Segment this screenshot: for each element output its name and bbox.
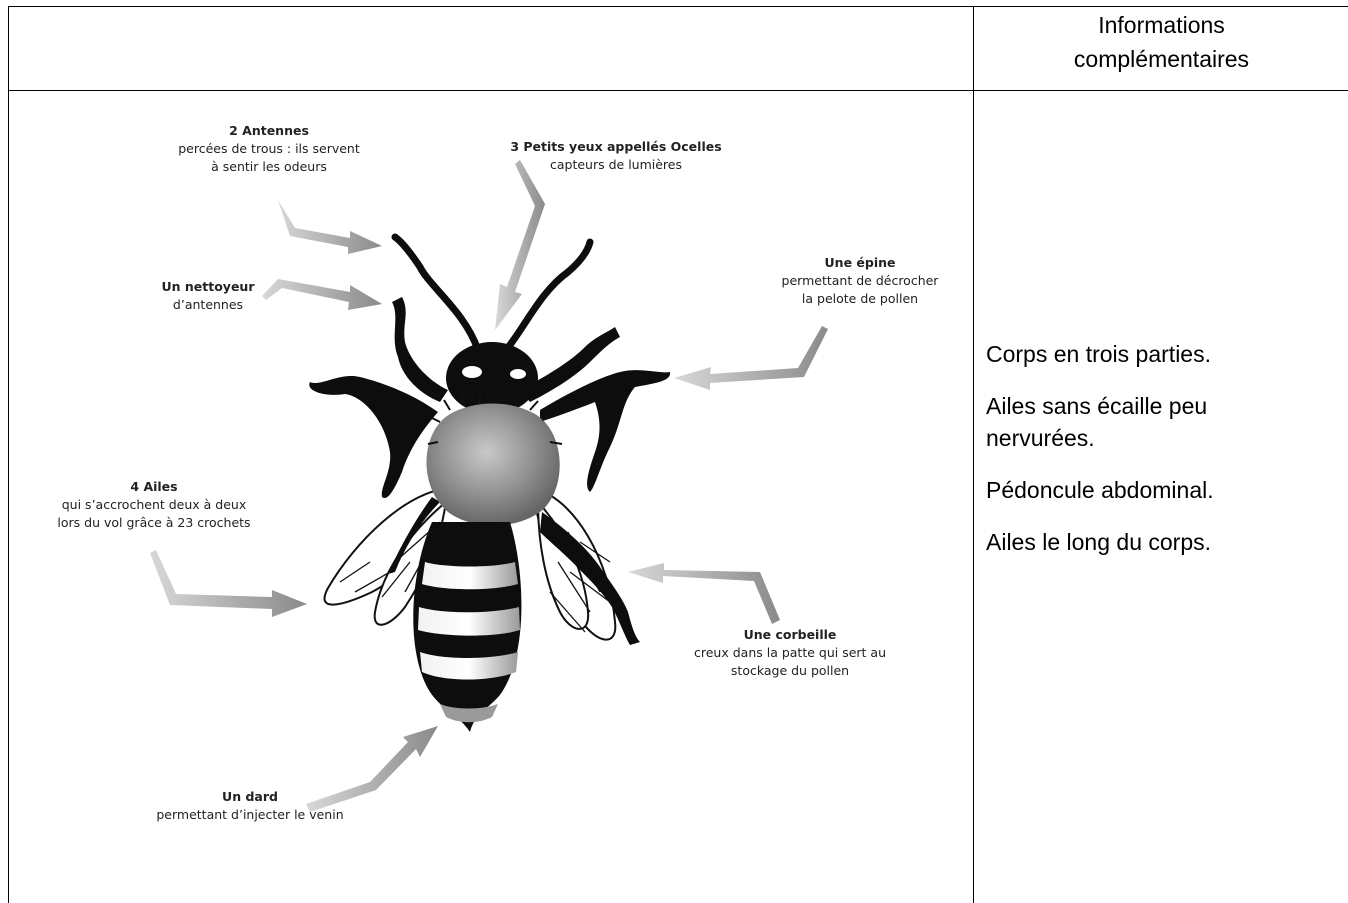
header-title-line1: Informations — [975, 8, 1348, 42]
table-top-border — [8, 6, 1348, 7]
info-item: Ailes le long du corps. — [986, 526, 1336, 558]
label-nettoyeur-title: Un nettoyeur — [138, 278, 278, 296]
label-antennes-title: 2 Antennes — [164, 122, 374, 140]
label-epine-line2: la pelote de pollen — [760, 290, 960, 308]
label-nettoyeur: Un nettoyeur d’antennes — [138, 278, 278, 314]
arrow-epine — [674, 326, 828, 390]
arrow-corbeille — [628, 563, 780, 624]
label-ocelles: 3 Petits yeux appellés Ocelles capteurs … — [486, 138, 746, 174]
label-dard-title: Un dard — [130, 788, 370, 806]
label-ailes: 4 Ailes qui s’accrochent deux à deux lor… — [12, 478, 296, 532]
label-corbeille-title: Une corbeille — [650, 626, 930, 644]
label-corbeille: Une corbeille creux dans la patte qui se… — [650, 626, 930, 680]
complementary-info: Corps en trois parties. Ailes sans écail… — [986, 338, 1336, 578]
info-item: Pédoncule abdominal. — [986, 474, 1336, 506]
label-antennes: 2 Antennes percées de trous : ils serven… — [164, 122, 374, 176]
label-corbeille-line1: creux dans la patte qui sert au — [650, 644, 930, 662]
label-nettoyeur-line1: d’antennes — [138, 296, 278, 314]
label-dard: Un dard permettant d’injecter le venin — [130, 788, 370, 824]
bee-anatomy-diagram: 2 Antennes percées de trous : ils serven… — [10, 92, 972, 903]
label-antennes-line1: percées de trous : ils servent — [164, 140, 374, 158]
label-ailes-line1: qui s’accrochent deux à deux — [12, 496, 296, 514]
arrow-antennes — [278, 200, 382, 254]
label-ocelles-title: 3 Petits yeux appellés Ocelles — [486, 138, 746, 156]
arrow-nettoyeur — [262, 279, 382, 310]
label-epine: Une épine permettant de décrocher la pel… — [760, 254, 960, 308]
header-title-line2: complémentaires — [975, 42, 1348, 76]
header-right-title: Informations complémentaires — [975, 8, 1348, 76]
bee-antennae — [395, 237, 590, 350]
label-epine-title: Une épine — [760, 254, 960, 272]
table-left-border — [8, 6, 9, 903]
label-corbeille-line2: stockage du pollen — [650, 662, 930, 680]
table-column-divider — [973, 6, 974, 903]
label-antennes-line2: à sentir les odeurs — [164, 158, 374, 176]
label-ailes-title: 4 Ailes — [12, 478, 296, 496]
info-item: Corps en trois parties. — [986, 338, 1336, 370]
label-ailes-line2: lors du vol grâce à 23 crochets — [12, 514, 296, 532]
info-item: Ailes sans écaille peu nervurées. — [986, 390, 1286, 454]
arrow-ailes — [150, 550, 307, 617]
table-header-divider — [8, 90, 1348, 91]
label-ocelles-line1: capteurs de lumières — [486, 156, 746, 174]
bee-abdomen — [413, 522, 521, 732]
bee-head — [446, 342, 538, 414]
label-dard-line1: permettant d’injecter le venin — [130, 806, 370, 824]
label-epine-line1: permettant de décrocher — [760, 272, 960, 290]
